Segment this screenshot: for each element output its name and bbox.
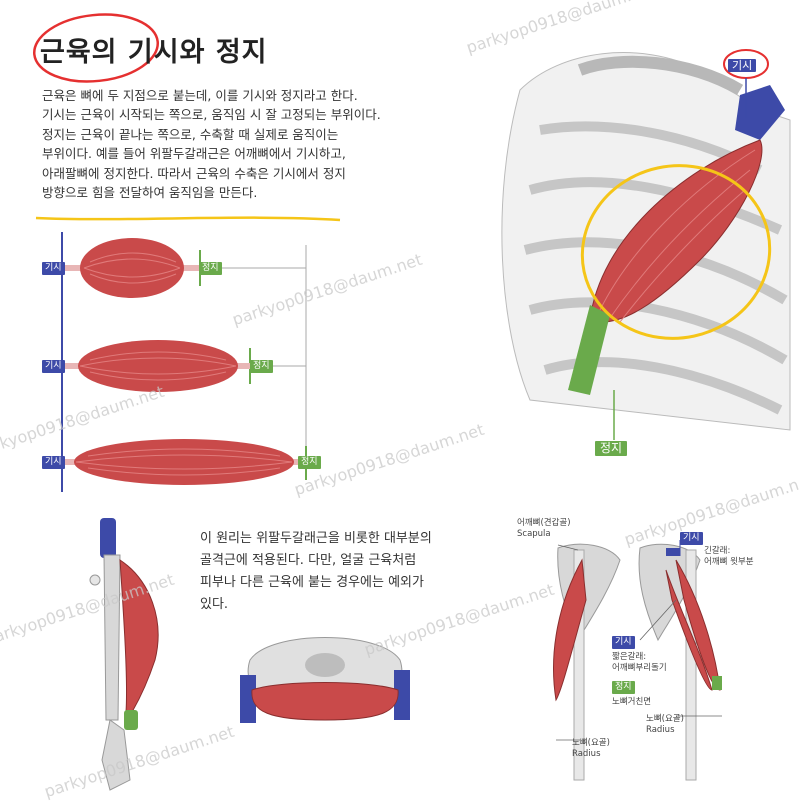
para-line: 골격근에 적용된다. 다만, 얼굴 근육처럼 bbox=[200, 553, 417, 568]
chest-illustration bbox=[501, 49, 791, 440]
yellow-highlight-circle bbox=[580, 164, 772, 340]
origin-tag: 기시 bbox=[612, 636, 635, 649]
intro-underline bbox=[35, 216, 341, 222]
intro-line: 정지는 근육이 끝나는 쪽으로, 수축할 때 실제로 움직이는 bbox=[42, 126, 339, 142]
insertion-tag: 정지 bbox=[250, 360, 273, 373]
insertion-tag: 정지 bbox=[298, 456, 321, 469]
para-line: 이 원리는 위팔두갈래근을 비롯한 대부분의 bbox=[200, 531, 432, 546]
origin-tag: 기시 bbox=[42, 456, 65, 469]
scapula-en-label: Scapula bbox=[517, 529, 551, 539]
insertion-tag: 정지 bbox=[612, 681, 635, 694]
radius-label: 노뼈(요골) bbox=[572, 738, 610, 748]
origin-tag: 기시 bbox=[42, 360, 65, 373]
muscle-contracted bbox=[80, 238, 184, 298]
short-head-label: 짧은갈래: bbox=[612, 652, 647, 662]
intro-line: 근육은 뼈에 두 지점으로 붙는데, 이를 기시와 정지라고 한다. bbox=[42, 88, 358, 103]
intro-line: 아래팔뼈에 정지한다. 따라서 근육의 수축은 기시에서 정지 bbox=[42, 165, 346, 181]
radius-label: 노뼈(요골) bbox=[646, 714, 684, 724]
pelvis-illustration bbox=[240, 637, 410, 723]
intro-line: 기시는 근육이 시작되는 쪽으로, 움직임 시 잘 고정되는 부위이다. bbox=[42, 107, 381, 123]
insertion-tendon bbox=[568, 305, 610, 395]
intro-paragraph: 근육은 뼈에 두 지점으로 붙는데, 이를 기시와 정지라고 한다. 기시는 근… bbox=[42, 86, 462, 202]
para-line: 피부나 다른 근육에 붙는 경우에는 예외가 bbox=[200, 575, 424, 590]
leg-illustration bbox=[89, 518, 159, 791]
title-highlight-circle bbox=[32, 13, 160, 83]
intro-line: 부위이다. 예를 들어 위팔두갈래근은 어깨뼈에서 기시하고, bbox=[42, 146, 346, 162]
long-head-label: 긴갈래: bbox=[704, 546, 731, 556]
muscle-relaxed bbox=[78, 340, 238, 392]
radius-en-label: Radius bbox=[646, 725, 675, 735]
intro-line: 방향으로 힘을 전달하여 움직임을 만든다. bbox=[42, 185, 258, 201]
para-line: 있다. bbox=[200, 597, 229, 612]
long-head-sub-label: 어깨뼈 윗부분 bbox=[704, 557, 754, 567]
biceps-illustration bbox=[553, 540, 722, 781]
page-title: 근육의 기시와 정지 bbox=[40, 37, 268, 68]
origin-tag: 기시 bbox=[728, 59, 757, 72]
pectoralis-minor bbox=[589, 139, 763, 323]
radius-en-label: Radius bbox=[572, 749, 601, 759]
short-head-sub-label: 어깨뼈부리돌기 bbox=[612, 663, 667, 673]
pelvic-floor-muscle bbox=[251, 682, 399, 721]
hamstring-muscle bbox=[119, 559, 159, 713]
insertion-tag: 정지 bbox=[595, 441, 628, 456]
muscle-stretched bbox=[74, 439, 294, 485]
radial-tuberosity-label: 노뼈거친면 bbox=[612, 697, 652, 707]
scapula-label: 어깨뼈(견갑골) bbox=[517, 518, 571, 528]
contraction-diagram bbox=[61, 232, 307, 492]
origin-tag: 기시 bbox=[42, 262, 65, 275]
origin-tag: 기시 bbox=[680, 532, 703, 545]
insertion-tag: 정지 bbox=[199, 262, 222, 275]
exception-paragraph: 이 원리는 위팔두갈래근을 비롯한 대부분의 골격근에 적용된다. 다만, 얼굴… bbox=[200, 528, 500, 616]
